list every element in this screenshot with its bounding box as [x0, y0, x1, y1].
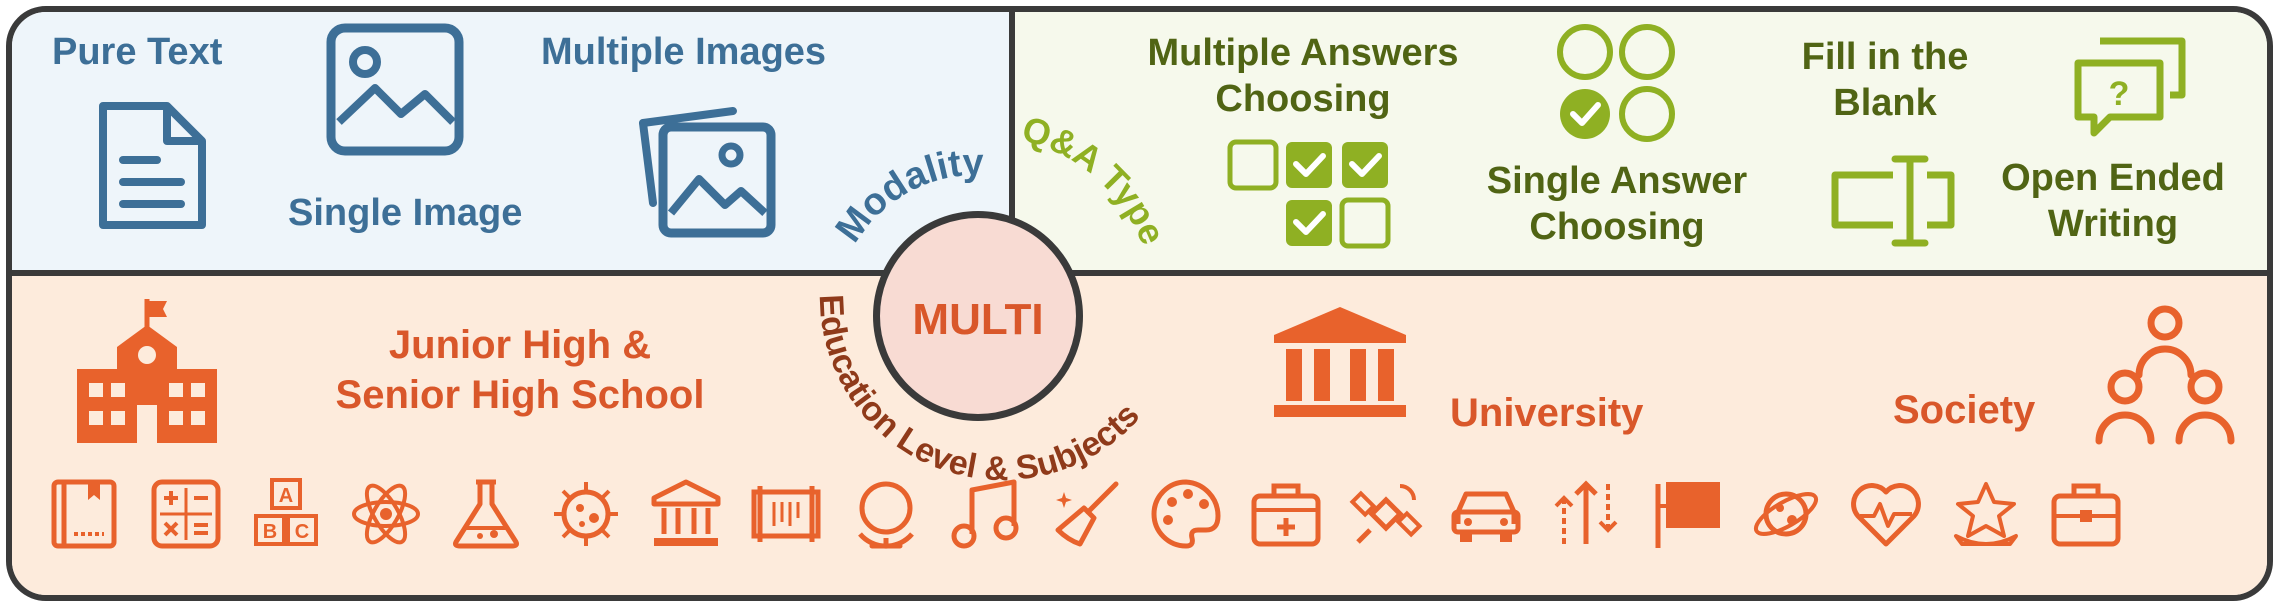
- school-line2: Senior High School: [335, 373, 705, 417]
- palette-icon: [1151, 479, 1221, 549]
- fill-blank-line1: Fill in the: [1801, 36, 1969, 78]
- cleaning-icon: [1055, 481, 1119, 547]
- multiple-checkbox-icon: [1227, 139, 1391, 249]
- virus-icon: [554, 482, 618, 546]
- education-arc-label: Education Level & Subjects: [812, 294, 1147, 489]
- single-answer-line1: Single Answer: [1486, 160, 1748, 202]
- horizontal-divider: [12, 270, 2267, 276]
- globe-icon: [858, 481, 914, 549]
- music-icon: [951, 479, 1019, 549]
- center-label: MULTI: [912, 295, 1044, 344]
- society-label: Society: [1893, 388, 2036, 432]
- university-label: University: [1450, 391, 1644, 435]
- svg-text:B: B: [263, 521, 277, 543]
- svg-text:A: A: [279, 485, 293, 507]
- people-network-icon: [2095, 305, 2235, 445]
- modality-arc-label: Modality: [828, 142, 984, 250]
- multiple-answers-label: Multiple Answers Choosing: [1128, 30, 1478, 122]
- single-answer-line2: Choosing: [1529, 206, 1705, 248]
- vertical-divider: [1009, 12, 1015, 274]
- abc-blocks-icon: A B C: [254, 478, 318, 546]
- multiple-images-label: Multiple Images: [541, 31, 827, 73]
- open-ended-line1: Open Ended: [2001, 157, 2225, 199]
- flask-icon: [453, 479, 519, 549]
- center-circle: [873, 211, 1083, 421]
- scroll-icon: [751, 486, 821, 542]
- qa-type-panel: [1015, 12, 2267, 274]
- book-icon: [51, 479, 117, 549]
- school-label: Junior High & Senior High School: [310, 320, 730, 420]
- single-choice-icon: [1557, 24, 1675, 142]
- planet-icon: [1753, 491, 1819, 537]
- multiple-images-icon: [639, 107, 776, 238]
- satellite-icon: [1349, 484, 1423, 544]
- arrows-icon: [1554, 480, 1618, 544]
- first-aid-icon: [1251, 483, 1321, 547]
- museum-icon: [651, 479, 721, 546]
- svg-text:?: ?: [2109, 75, 2130, 113]
- heart-pulse-icon: [1851, 483, 1921, 547]
- fill-blank-label: Fill in the Blank: [1770, 34, 2000, 126]
- document-icon: [99, 102, 206, 229]
- multiple-answers-line1: Multiple Answers: [1147, 32, 1459, 74]
- qa-type-arc-label: Q&A Type: [1018, 108, 1174, 250]
- single-image-label: Single Image: [288, 192, 523, 234]
- school-line1: Junior High &: [388, 323, 652, 367]
- open-ended-line2: Writing: [2047, 203, 2179, 245]
- open-ended-label: Open Ended Writing: [1988, 155, 2238, 247]
- briefcase-icon: [2051, 483, 2121, 547]
- university-building-icon: [1274, 307, 1406, 417]
- calculator-icon: [151, 479, 221, 549]
- school-building-icon: [77, 299, 217, 443]
- chat-question-icon: ?: [2074, 37, 2186, 137]
- multiple-answers-line2: Choosing: [1215, 78, 1391, 120]
- blackboard-icon: [1655, 482, 1720, 548]
- atom-icon: [352, 483, 420, 545]
- single-answer-label: Single Answer Choosing: [1462, 158, 1772, 250]
- single-image-icon: [326, 23, 464, 156]
- svg-text:C: C: [295, 521, 309, 543]
- pure-text-label: Pure Text: [52, 31, 223, 73]
- car-icon: [1451, 491, 1521, 542]
- text-cursor-icon: [1831, 155, 1955, 247]
- fill-blank-line2: Blank: [1833, 82, 1937, 124]
- meditation-icon: [1954, 482, 2018, 546]
